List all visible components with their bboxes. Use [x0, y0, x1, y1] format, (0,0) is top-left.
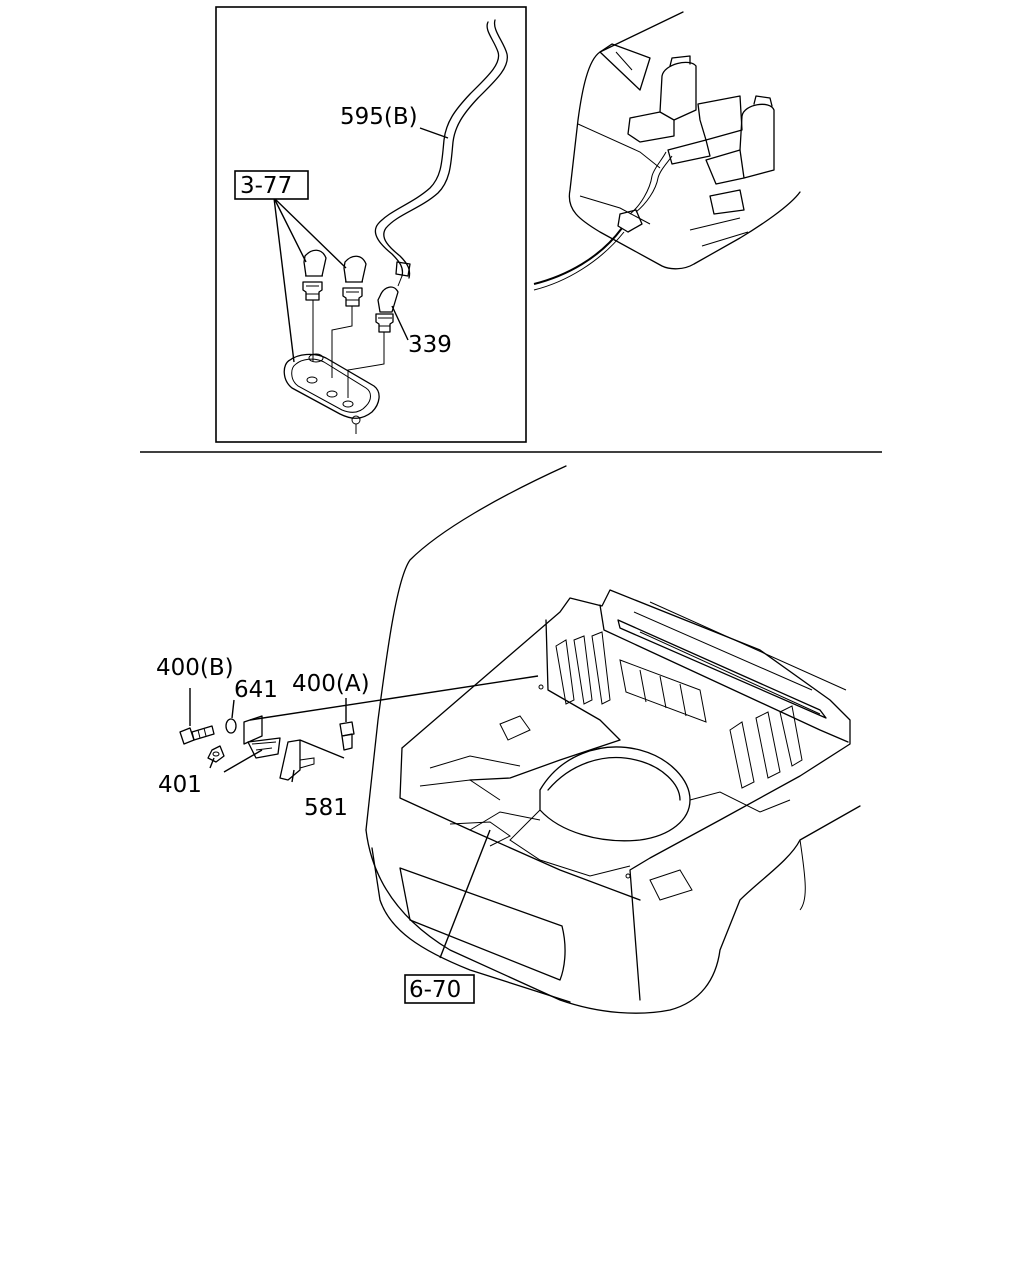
cab-floor-assembly — [365, 465, 861, 1014]
callout-595b: 595(B) — [340, 104, 418, 130]
callout-400b: 400(B) — [156, 655, 234, 681]
cab-interior-overview — [533, 11, 801, 291]
callout-641: 641 — [234, 677, 278, 703]
callout-401: 401 — [158, 772, 202, 798]
callout-400a: 400(A) — [292, 671, 370, 697]
callout-6-70: 6-70 — [409, 977, 461, 1003]
leader-lines-lower — [189, 675, 539, 783]
detail-inset — [215, 6, 527, 443]
elbow-connectors-3-77 — [302, 249, 399, 398]
callout-339: 339 — [408, 332, 452, 358]
callout-581: 581 — [304, 795, 348, 821]
mounting-hardware — [179, 715, 355, 781]
hose-595b-drawing — [374, 19, 508, 287]
heater-base-plate — [283, 353, 380, 434]
ref-box-3-77 — [234, 170, 309, 200]
callout-3-77: 3-77 — [240, 173, 292, 199]
ref-box-6-70 — [404, 974, 475, 1004]
